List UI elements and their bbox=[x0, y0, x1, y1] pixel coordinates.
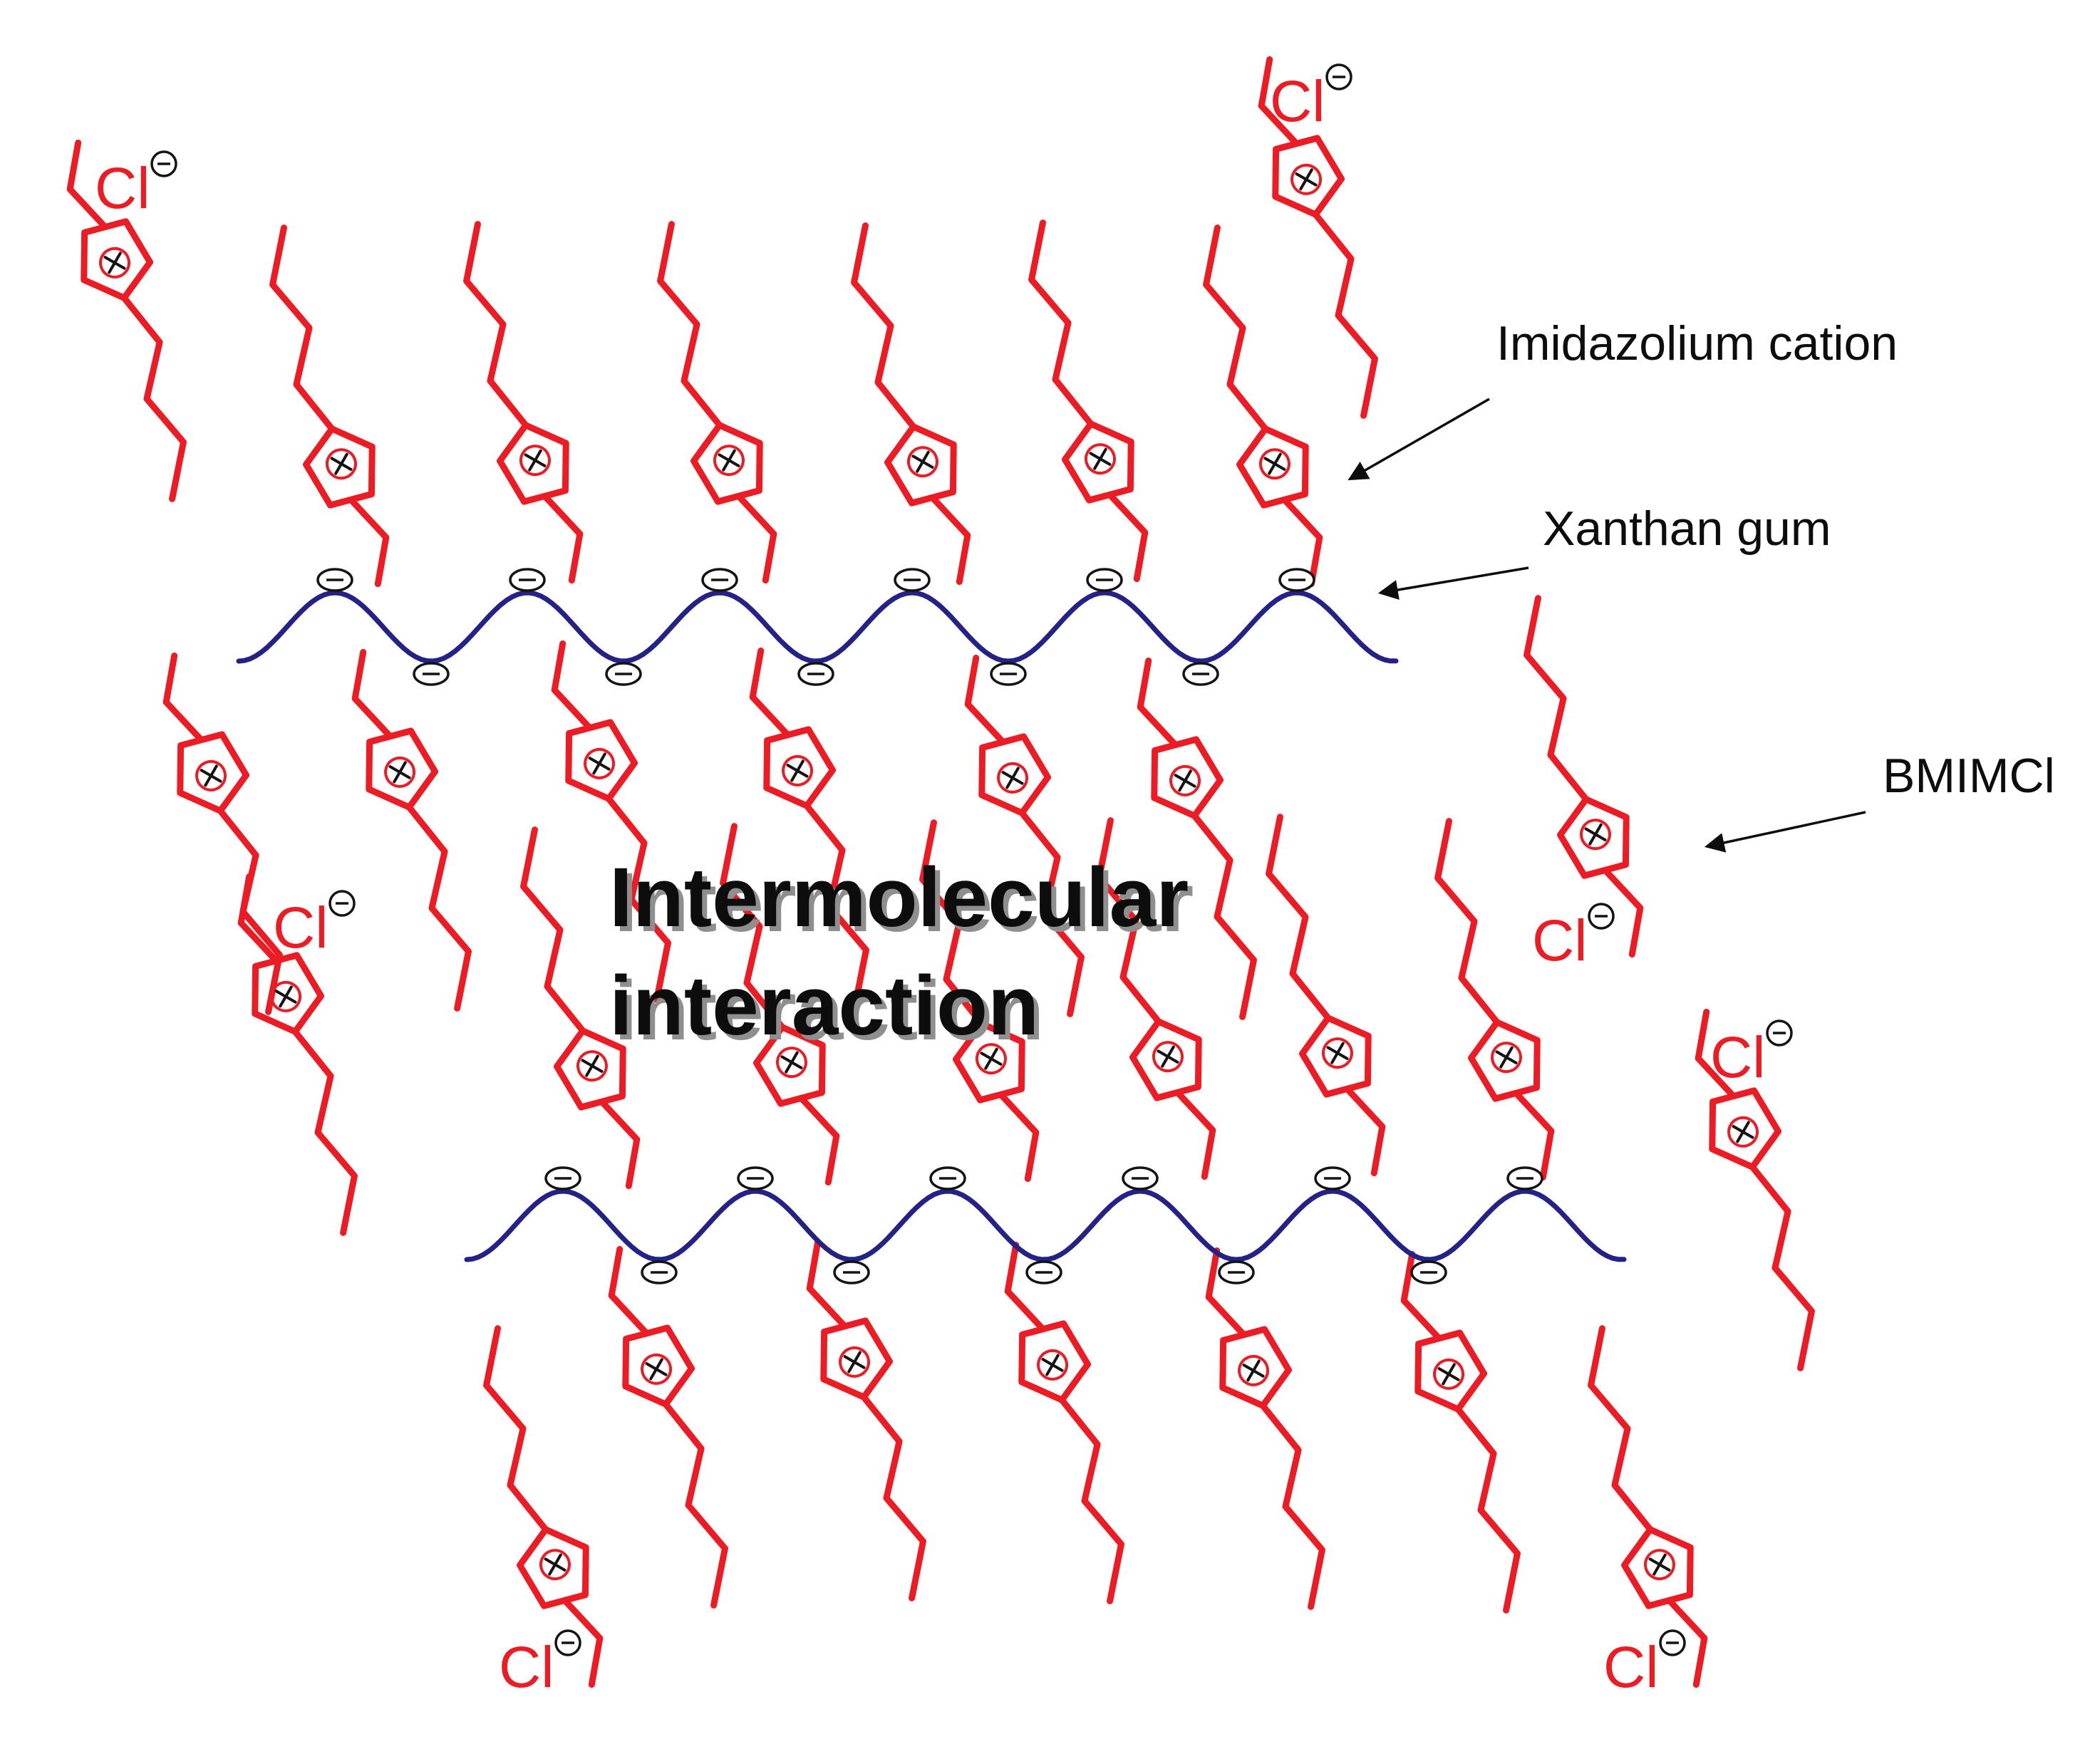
bmim-molecule bbox=[1188, 1240, 1350, 1614]
negative-charge-icon bbox=[833, 1260, 870, 1284]
bmim-molecule bbox=[334, 642, 496, 1015]
xanthan-layer bbox=[236, 568, 1627, 1284]
chloride-ion-label: Cl bbox=[1710, 1019, 1793, 1090]
bmim-molecule bbox=[789, 1232, 951, 1605]
chloride-text: Cl bbox=[1710, 1025, 1765, 1090]
bmim-molecule bbox=[633, 217, 795, 590]
negative-charge-icon bbox=[1410, 1260, 1447, 1284]
chloride-ion-label: Cl bbox=[1532, 903, 1615, 973]
chloride-ion-label: Cl bbox=[1270, 63, 1352, 134]
bmim-molecule bbox=[1383, 1244, 1545, 1617]
xanthan-gum-chain bbox=[464, 1188, 1627, 1262]
title-line1: Intermolecular bbox=[609, 851, 1189, 945]
negative-charge-icon bbox=[641, 1260, 678, 1284]
negative-charge-icon bbox=[1086, 568, 1123, 592]
negative-charge-icon bbox=[544, 1166, 581, 1190]
negative-charge-icon bbox=[1659, 1629, 1686, 1656]
negative-charge-icon bbox=[1325, 63, 1352, 90]
negative-charge-icon bbox=[1025, 1260, 1062, 1284]
chloride-ion-label: Cl bbox=[499, 1629, 581, 1700]
bmim-molecule bbox=[1119, 650, 1281, 1024]
bmim-molecule bbox=[1410, 814, 1572, 1187]
chloride-text: Cl bbox=[273, 896, 328, 960]
negative-charge-icon bbox=[413, 662, 450, 686]
bmim-molecule bbox=[439, 217, 601, 590]
negative-charge-icon bbox=[316, 568, 353, 592]
negative-charge-icon bbox=[1278, 568, 1315, 592]
label-bmimcl: BMIMCl bbox=[1883, 749, 2055, 803]
chloride-ion-label: Cl bbox=[95, 150, 177, 221]
chloride-ion-label: Cl bbox=[1603, 1629, 1686, 1700]
label-xanthan-gum: Xanthan gum bbox=[1543, 502, 1831, 556]
negative-charge-icon bbox=[1314, 1166, 1351, 1190]
negative-charge-icon bbox=[605, 662, 642, 686]
negative-charge-icon bbox=[1506, 1166, 1543, 1190]
negative-charge-icon bbox=[1218, 1260, 1255, 1284]
chloride-text: Cl bbox=[1532, 908, 1587, 973]
negative-charge-icon bbox=[1122, 1166, 1159, 1190]
negative-charge-icon bbox=[990, 662, 1027, 686]
negative-charge-icon bbox=[701, 568, 738, 592]
chloride-text: Cl bbox=[1603, 1635, 1658, 1700]
bmim-molecule bbox=[827, 218, 988, 591]
imidazolium-cation-arrow bbox=[1348, 398, 1490, 481]
chloride-text: Cl bbox=[499, 1635, 554, 1700]
negative-charge-icon bbox=[1766, 1019, 1793, 1047]
negative-charge-icon bbox=[1182, 662, 1219, 686]
bmim-molecule bbox=[145, 645, 307, 1019]
bmimcl-arrow bbox=[1704, 811, 1866, 853]
title-shadow-line2: interaction bbox=[614, 964, 1044, 1058]
bmim-molecule bbox=[1004, 215, 1166, 588]
chloride-text: Cl bbox=[95, 156, 150, 221]
title-line2: interaction bbox=[609, 959, 1039, 1053]
xanthan-gum-arrow bbox=[1377, 566, 1529, 600]
label-imidazolium-cation: Imidazolium cation bbox=[1496, 316, 1898, 370]
bmim-molecule bbox=[591, 1239, 752, 1612]
negative-charge-icon bbox=[929, 1166, 966, 1190]
xanthan-gum-chain bbox=[236, 590, 1399, 664]
negative-charge-icon bbox=[554, 1629, 581, 1656]
negative-charge-icon bbox=[509, 568, 546, 592]
negative-charge-icon bbox=[1588, 903, 1615, 930]
bmim-molecule bbox=[1241, 809, 1403, 1183]
bmim-molecule bbox=[1179, 220, 1340, 593]
chloride-text: Cl bbox=[1270, 69, 1325, 134]
negative-charge-icon bbox=[329, 890, 356, 917]
chloride-ion-label: Cl bbox=[273, 890, 356, 960]
bmim-molecule bbox=[987, 1235, 1149, 1608]
negative-charge-icon bbox=[797, 662, 834, 686]
negative-charge-icon bbox=[737, 1166, 774, 1190]
bmim-molecule bbox=[245, 220, 407, 593]
negative-charge-icon bbox=[894, 568, 931, 592]
title-shadow-line1: Intermolecular bbox=[614, 856, 1194, 950]
negative-charge-icon bbox=[150, 150, 177, 177]
